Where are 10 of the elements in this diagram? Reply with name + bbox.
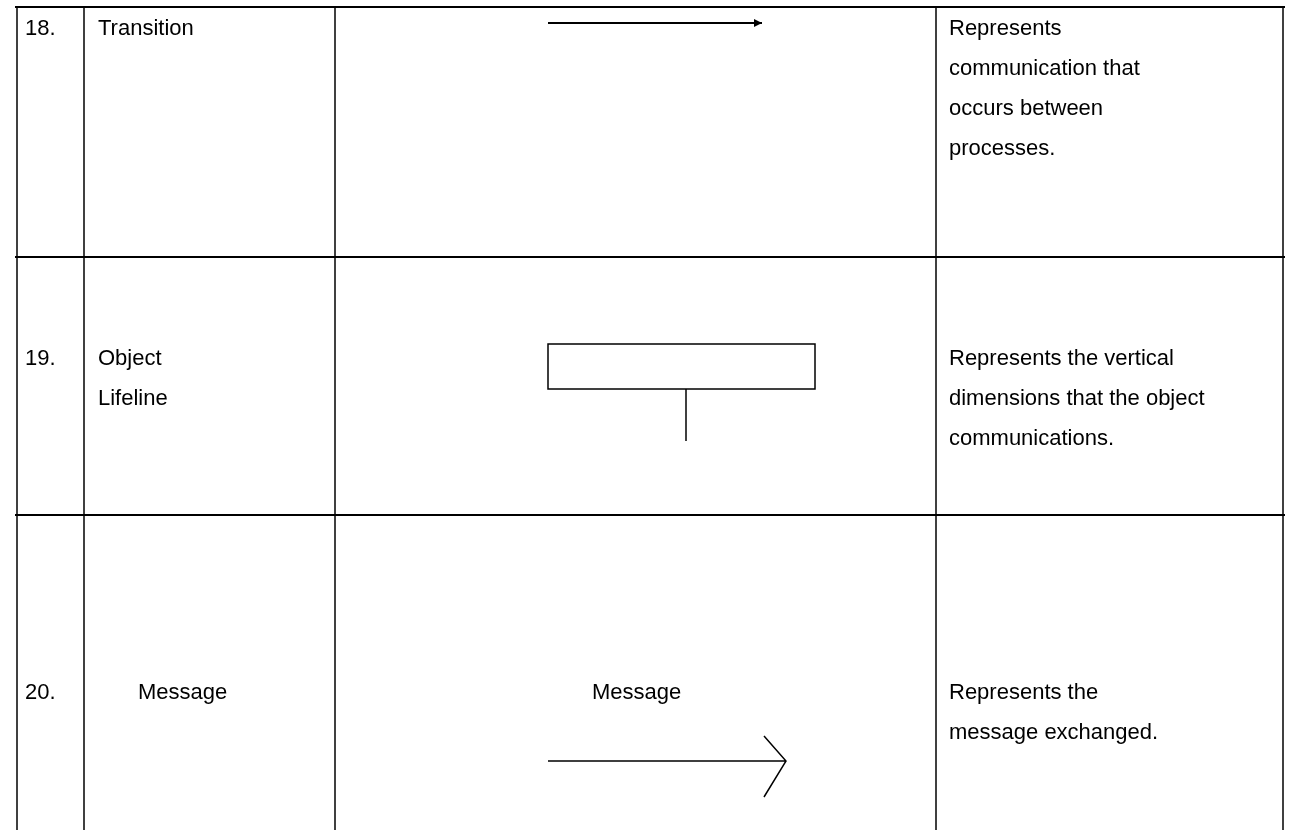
symbol-name: Object Lifeline xyxy=(98,344,169,412)
symbol-name: Message xyxy=(138,678,228,706)
description: Represents communication that occurs between processes. xyxy=(949,14,1141,162)
symbol-name: Transition xyxy=(98,14,195,42)
row-number: 18. xyxy=(25,14,57,42)
row-number: 19. xyxy=(25,344,57,372)
description: Represents the message exchanged. xyxy=(949,678,1160,746)
row-number: 20. xyxy=(25,678,57,706)
description: Represents the vertical dimensions that the object communications. xyxy=(949,344,1206,452)
message-label: Message xyxy=(592,678,682,706)
